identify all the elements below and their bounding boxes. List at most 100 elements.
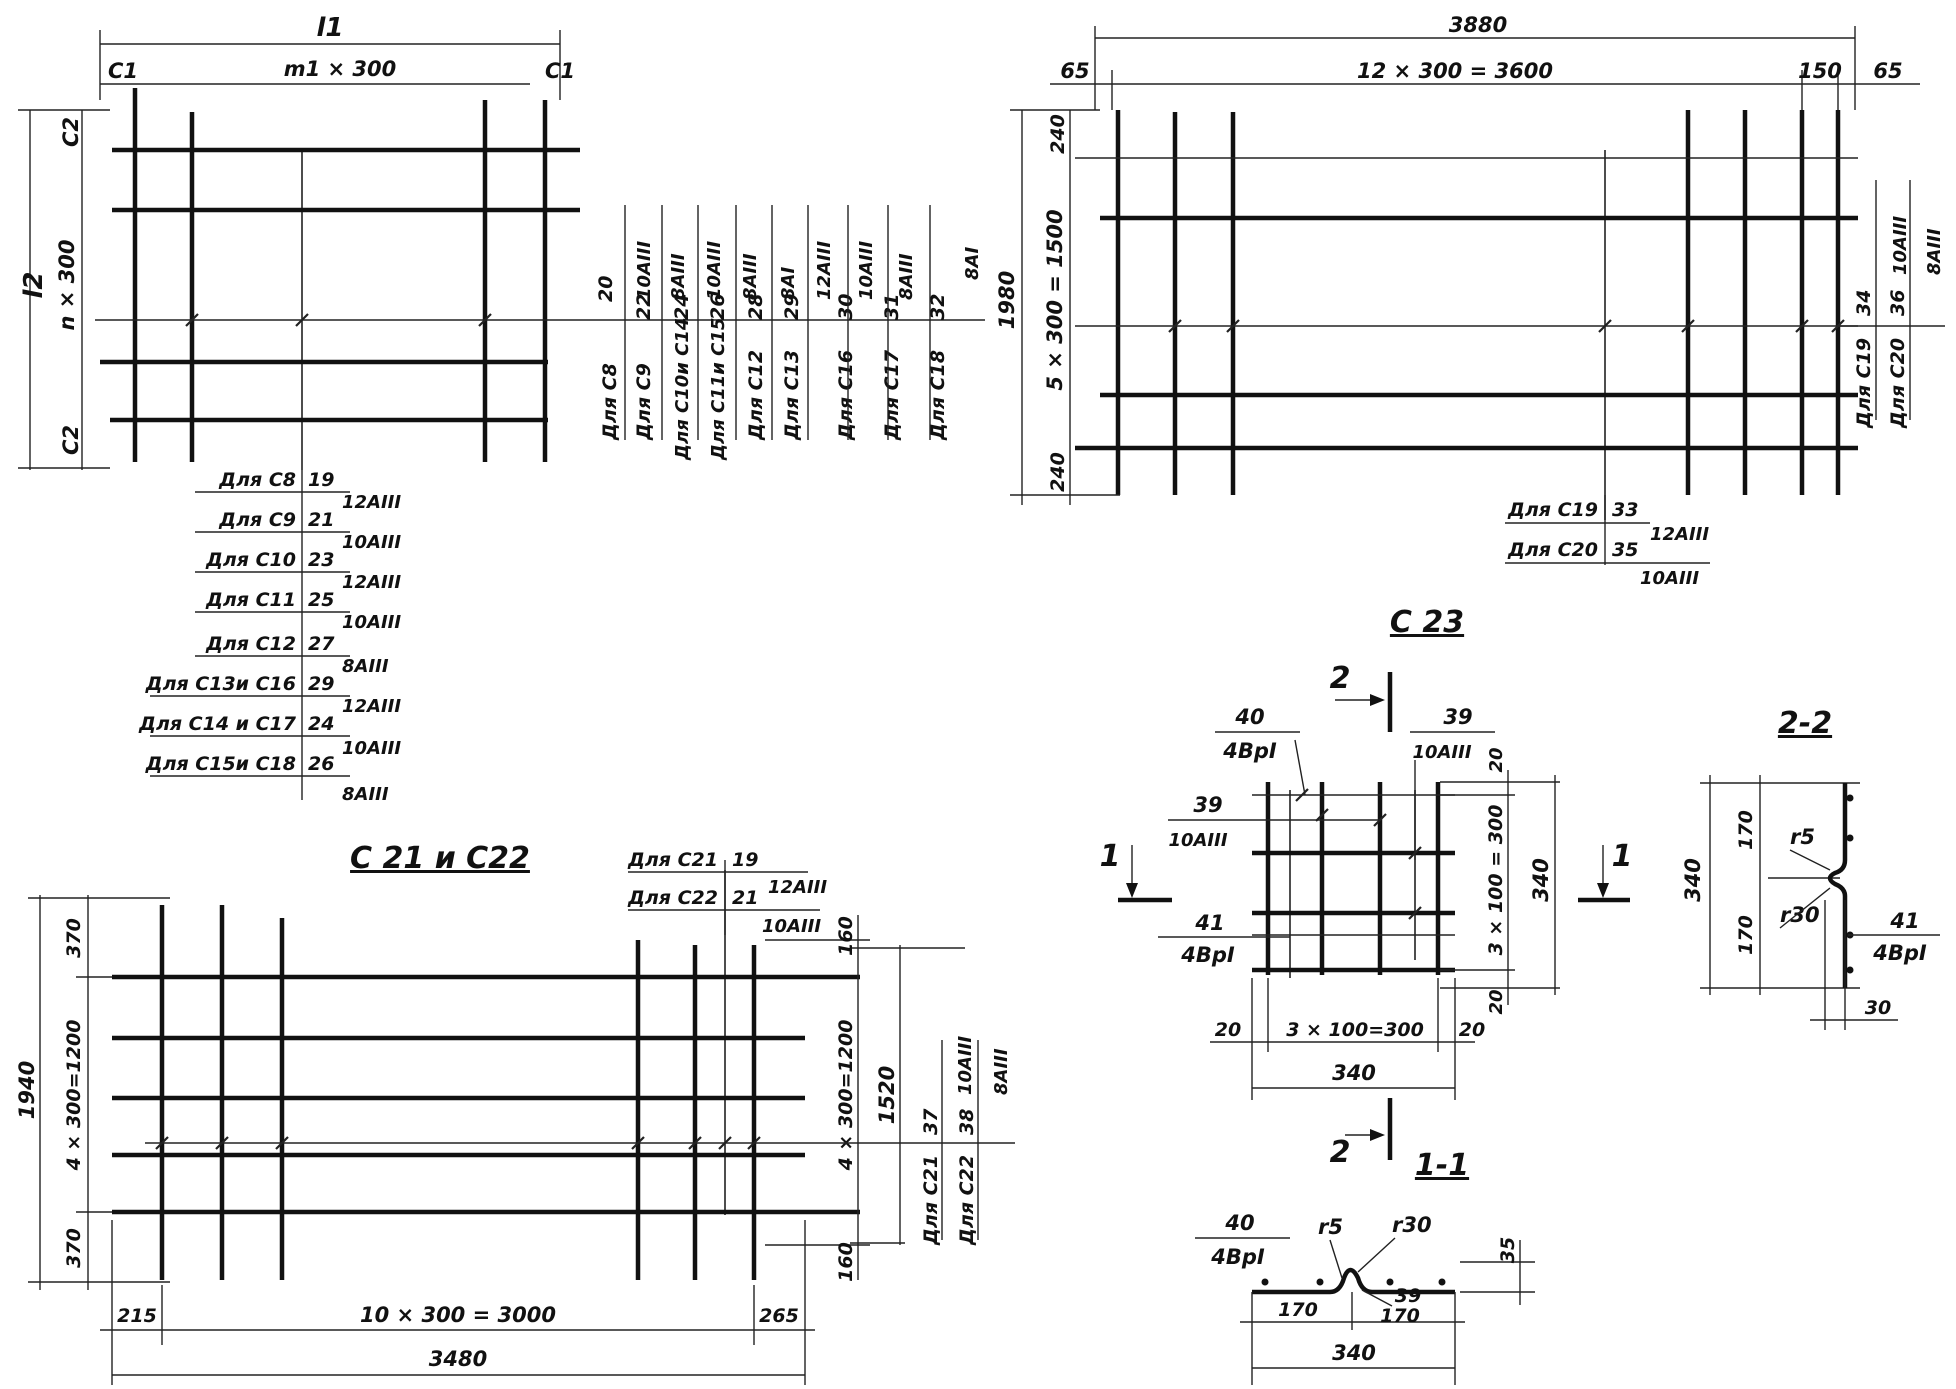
callout-label: Для С21	[920, 1155, 942, 1246]
dim-170-top: 170	[1735, 810, 1757, 850]
vertical-callout-mark: 10АIII	[955, 1036, 976, 1095]
vertical-callout: Для С8	[599, 363, 621, 441]
dim-240-top: 240	[1047, 114, 1069, 154]
arrow-head	[1597, 883, 1609, 898]
dim-vspan: 5 × 300 = 1500	[1043, 209, 1067, 390]
callout-num: 26	[707, 294, 729, 320]
vertical-callout-mark: 8АI	[778, 267, 799, 300]
callout-mark: 10АIII	[704, 241, 725, 300]
callout-mark: 10АIII	[1890, 216, 1911, 275]
dim-l2: l2	[19, 271, 49, 298]
callout-num: 27	[308, 633, 335, 655]
callout-num: 31	[881, 294, 903, 320]
dim-total: 3480	[429, 1347, 487, 1371]
leader-tick	[1168, 319, 1182, 333]
callout-num: 33	[1612, 499, 1638, 521]
dim-n: n × 300	[55, 239, 79, 330]
callout-39-mid-mark: 10АIII	[1168, 830, 1227, 851]
dim-m1: m1 × 300	[284, 57, 397, 81]
radius-leader	[1789, 849, 1831, 871]
callout-label: Для С18	[927, 350, 949, 441]
section-mark-1-left: 1	[1100, 839, 1121, 874]
callout-mark: 8АI	[962, 247, 983, 280]
callout-mark: 8АI	[778, 267, 799, 300]
callout-mark: 12АIII	[342, 492, 401, 513]
callout-mark: 10АIII	[342, 532, 401, 553]
callout-label: Для С8	[599, 363, 621, 441]
callout-label: Для С22	[627, 887, 718, 909]
leader-tick	[275, 1136, 289, 1150]
callout-mark: 10АIII	[1640, 568, 1699, 589]
section-title: 2-2	[1778, 706, 1832, 741]
leader-tick	[478, 313, 492, 327]
dim-370-top: 370	[63, 918, 85, 958]
callout-mark: 8АIII	[342, 656, 389, 677]
dim-20-right: 20	[1459, 1019, 1485, 1041]
callout-num: 37	[920, 1108, 942, 1135]
vertical-callout-mark: 10АIII	[1890, 216, 1911, 275]
callout-label: Для С17	[881, 349, 903, 441]
callout-label: Для С9	[633, 363, 655, 441]
callout-leader	[1361, 1289, 1393, 1307]
callout-num: 24	[308, 713, 334, 735]
vertical-callout: Для С22 38	[956, 1109, 978, 1246]
leader-tick	[1408, 906, 1422, 920]
callout-mark: 10АIII	[342, 612, 401, 633]
dim-c2-top: C2	[59, 117, 83, 147]
callout-40-num: 40	[1224, 1211, 1254, 1235]
bar-dot	[1261, 1278, 1269, 1286]
leader-tick	[1315, 808, 1329, 822]
dim-340-bottom: 340	[1332, 1061, 1376, 1085]
dim-160-top: 160	[835, 916, 857, 956]
callout-mark: 8АIII	[668, 253, 689, 300]
callout-num: 30	[835, 294, 857, 320]
dim-30: 30	[1865, 997, 1891, 1019]
callout-row: Для С9 21 12АIII	[195, 492, 401, 533]
arrow-head	[1126, 883, 1138, 898]
callout-leader	[1294, 739, 1306, 796]
leader-tick	[1226, 319, 1240, 333]
dim-height: 1980	[995, 271, 1019, 329]
callout-list-vertical: 20 Для С8 10АIII Для С9 22 8АIII Для С10…	[595, 205, 983, 461]
callout-row: Для С10 23 10АIII	[195, 532, 401, 573]
callout-39-mid-num: 39	[1193, 793, 1222, 817]
callout-label: Для С11	[205, 589, 296, 611]
callout-label: Для С13	[781, 350, 803, 441]
callout-40-mark: 4ВрI	[1210, 1245, 1265, 1269]
callout-label: Для С20	[1507, 539, 1598, 561]
arrow-head	[1370, 1129, 1385, 1141]
callout-label: Для С15и С18	[145, 753, 296, 775]
callout-num: 25	[308, 589, 334, 611]
section-2-2: 2-2 340 170 170 r5 r30 41 4ВрI 30	[1681, 706, 1940, 1030]
callout-41-mark: 4ВрI	[1180, 943, 1235, 967]
dim-370-bottom: 370	[63, 1228, 85, 1268]
dim-hspan: 3 × 100=300	[1286, 1019, 1424, 1041]
vertical-callout: Для С20 36	[1887, 290, 1909, 429]
callout-num: 21	[732, 887, 758, 909]
section-1-1: 1-1 40 4ВрI r5 r30 35 39 170 170 340	[1195, 1148, 1535, 1385]
section-mark-2-top: 2	[1330, 661, 1351, 696]
vertical-callout-mark: 10АIII	[704, 241, 725, 300]
dim-left: 65	[1060, 59, 1089, 83]
dim-340-right: 340	[1529, 858, 1553, 902]
dim-c2-bottom: C2	[59, 425, 83, 455]
callout-num: 24	[671, 294, 693, 320]
callout-mark: 12АIII	[1650, 524, 1709, 545]
vertical-callout: Для С21 37	[920, 1108, 942, 1246]
callout-row: Для С11 25 12АIII	[195, 572, 401, 613]
leader-tick	[747, 1136, 761, 1150]
dim-20-left: 20	[1215, 1019, 1241, 1041]
callout-mark: 12АIII	[342, 572, 401, 593]
callout-label: Для С9	[218, 509, 296, 531]
callout-num: 28	[745, 294, 767, 320]
dim-160-bottom: 160	[835, 1242, 857, 1282]
callout-mark: 10АIII	[955, 1036, 976, 1095]
leader-tick	[1795, 319, 1809, 333]
callout-label: Для С11и С15	[708, 318, 729, 461]
bent-bar	[1329, 1267, 1455, 1295]
callout-label: Для С19	[1853, 338, 1875, 429]
callout-label: Для С10	[205, 549, 296, 571]
section-title: 1-1	[1415, 1148, 1469, 1183]
callout-label: Для С10и С14	[672, 318, 693, 461]
